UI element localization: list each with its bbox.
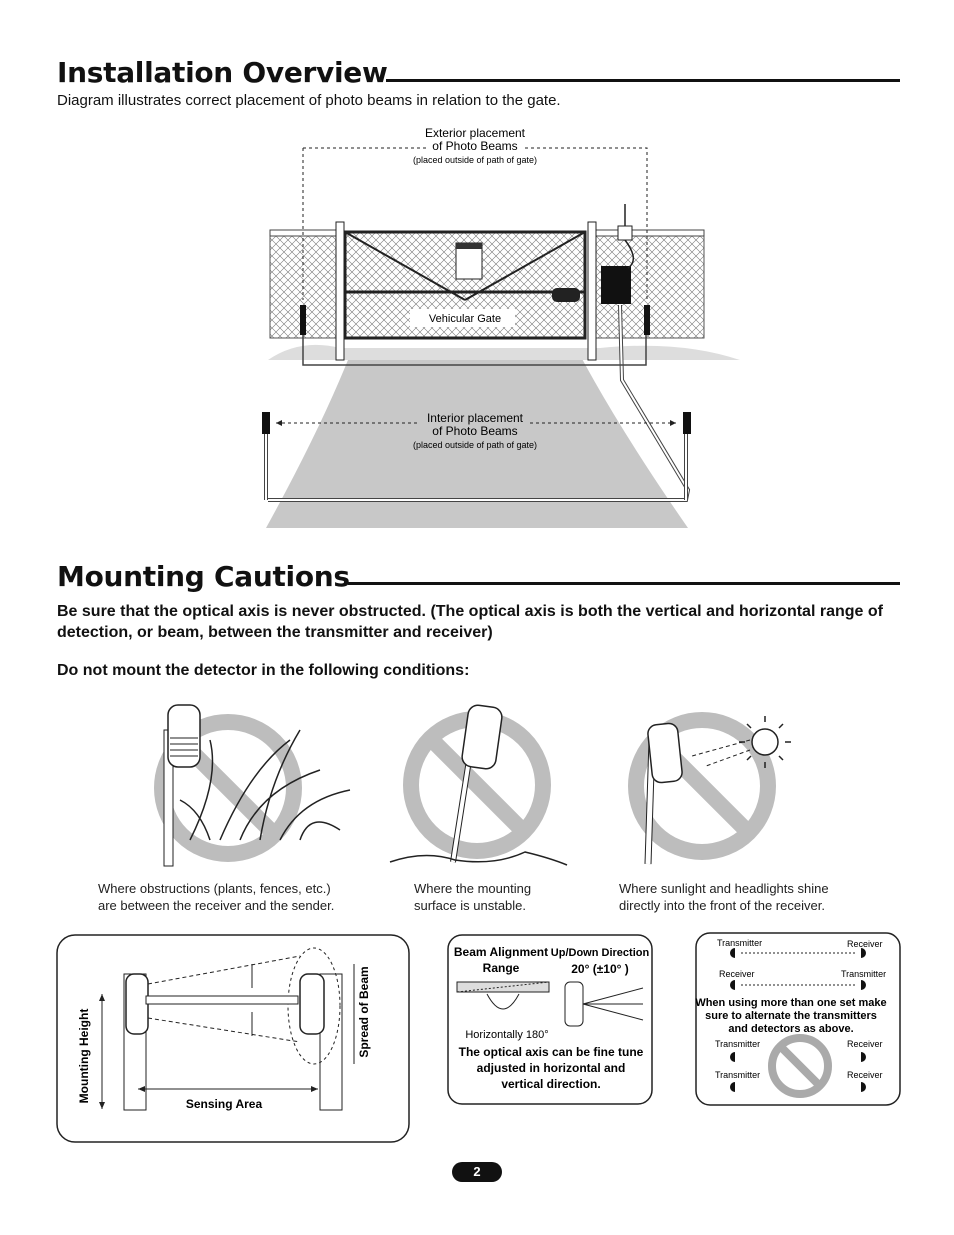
receiver-label: Receiver bbox=[847, 1039, 883, 1049]
sun-icon bbox=[751, 728, 779, 756]
sensing-area-label: Sensing Area bbox=[186, 1097, 263, 1111]
transmitter-label: Transmitter bbox=[715, 1039, 760, 1049]
caption-obstructions: Where obstructions (plants, fences, etc.… bbox=[98, 881, 335, 913]
prohibited-icon bbox=[628, 712, 776, 860]
horizontally-label: Horizontally 180° bbox=[465, 1029, 548, 1041]
ground-line bbox=[389, 851, 568, 866]
receiver-unit bbox=[299, 973, 325, 1035]
beam-alignment-label-2: Range bbox=[483, 961, 520, 975]
interior-label-1: Interior placement bbox=[427, 411, 524, 425]
angle-label: 20° (±10° ) bbox=[571, 962, 629, 976]
conditions-subheading: Do not mount the detector in the followi… bbox=[57, 662, 470, 679]
installation-overview-title: Installation Overview bbox=[57, 56, 388, 89]
interior-beam-right bbox=[683, 412, 691, 434]
fine-tune-note-3: vertical direction. bbox=[501, 1077, 600, 1091]
exterior-label-2: of Photo Beams bbox=[432, 139, 517, 153]
beam-alignment-diagram: Beam Alignment Range Up/Down Direction 2… bbox=[447, 934, 653, 1105]
transmitter-label: Transmitter bbox=[715, 1070, 760, 1080]
title-rule bbox=[386, 79, 900, 82]
page-number: 2 bbox=[452, 1162, 502, 1182]
gate-operator bbox=[552, 288, 580, 302]
spread-of-beam-label: Spread of Beam bbox=[357, 966, 371, 1057]
gate-diagram: Vehicular Gate Exterior placement of Pho… bbox=[262, 126, 740, 528]
gate-path-area bbox=[266, 355, 688, 528]
title-rule bbox=[348, 582, 900, 585]
interior-label-2: of Photo Beams bbox=[432, 424, 517, 438]
beam-alignment-label-1: Beam Alignment bbox=[454, 945, 548, 959]
updown-label: Up/Down Direction bbox=[551, 947, 650, 959]
control-box bbox=[601, 266, 631, 304]
multi-set-note-1: When using more than one set make bbox=[695, 997, 886, 1009]
transmitter-label: Transmitter bbox=[717, 938, 762, 948]
unstable-surface-illustration bbox=[389, 704, 568, 866]
interior-beam-left bbox=[262, 412, 270, 434]
receiver-label: Receiver bbox=[719, 969, 755, 979]
multiple-sets-diagram: Transmitter Receiver Receiver Transmitte… bbox=[695, 932, 901, 1106]
prohibited-icon bbox=[768, 1034, 832, 1098]
receiver-label: Receiver bbox=[847, 1070, 883, 1080]
gate-label: Vehicular Gate bbox=[429, 313, 501, 325]
obstruction-illustration bbox=[154, 704, 351, 867]
multi-set-note-2: sure to alternate the transmitters bbox=[705, 1010, 877, 1022]
interior-label-3: (placed outside of path of gate) bbox=[413, 440, 537, 450]
plants bbox=[179, 729, 351, 841]
installation-intro: Diagram illustrates correct placement of… bbox=[57, 92, 561, 109]
sensor-unit bbox=[167, 704, 201, 768]
fine-tune-note-2: adjusted in horizontal and bbox=[477, 1061, 626, 1075]
sensor-unit bbox=[461, 704, 503, 770]
exterior-label-1: Exterior placement bbox=[425, 126, 526, 140]
mounting-height-label: Mounting Height bbox=[77, 1009, 91, 1104]
sunlight-illustration bbox=[628, 712, 791, 865]
transmitter-unit bbox=[125, 973, 149, 1035]
transmitter-label: Transmitter bbox=[841, 969, 886, 979]
exterior-label-3: (placed outside of path of gate) bbox=[413, 155, 537, 165]
optical-axis-warning: Be sure that the optical axis is never o… bbox=[57, 603, 883, 641]
fine-tune-note-1: The optical axis can be fine tune bbox=[459, 1045, 644, 1059]
receiver-label: Receiver bbox=[847, 939, 883, 949]
multi-set-note-3: and detectors as above. bbox=[728, 1023, 853, 1035]
sensing-area-diagram: Sensing Area Mounting Height Spread of B… bbox=[56, 934, 410, 1143]
mounting-cautions-title: Mounting Cautions bbox=[57, 560, 350, 593]
prohibited-icon bbox=[154, 714, 302, 862]
sensor-unit bbox=[647, 722, 683, 784]
